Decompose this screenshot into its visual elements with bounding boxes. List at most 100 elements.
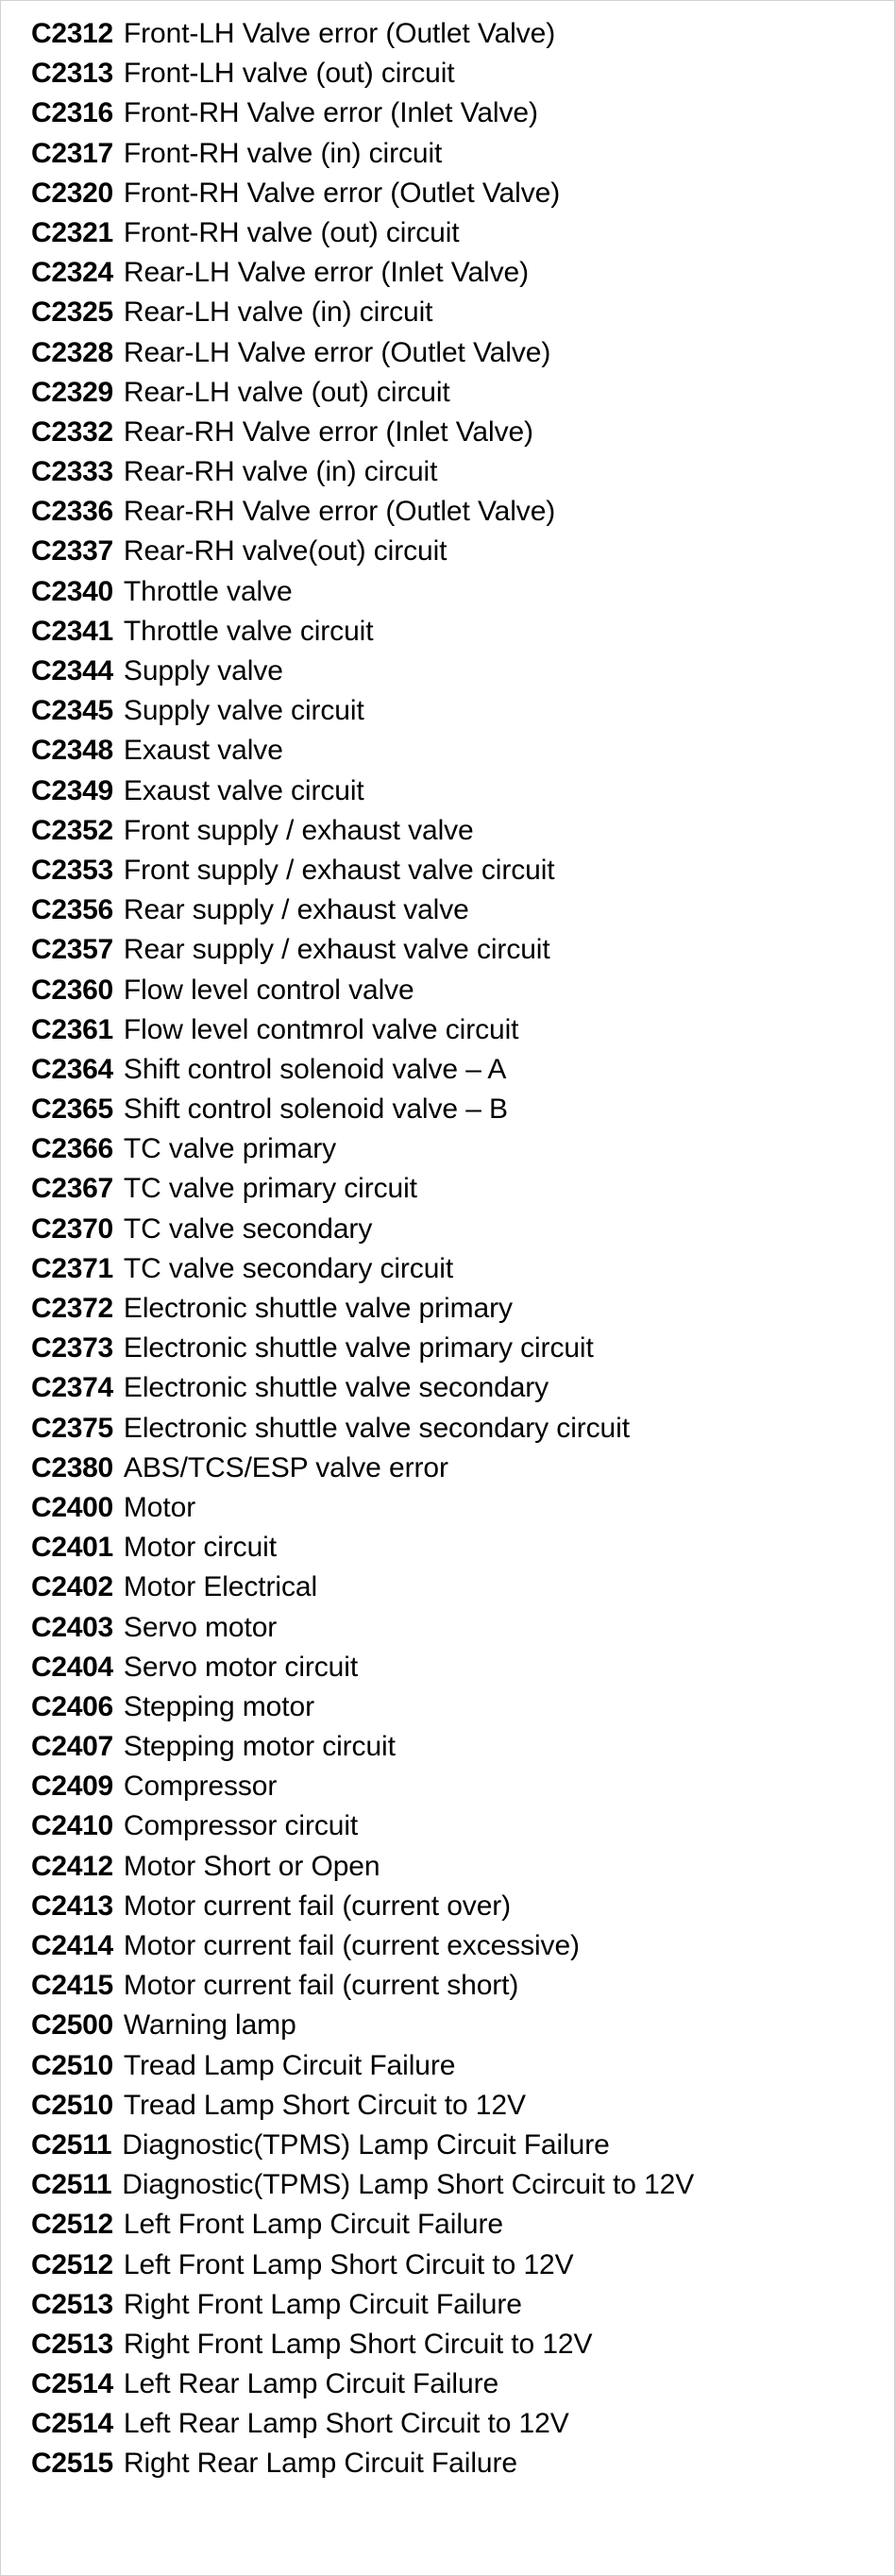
dtc-code: C2361 (31, 1013, 113, 1045)
dtc-description: Diagnostic(TPMS) Lamp Circuit Failure (122, 2128, 610, 2161)
dtc-code: C2413 (31, 1890, 113, 1922)
dtc-description: Electronic shuttle valve secondary circu… (123, 1412, 630, 1444)
dtc-description: Flow level control valve (123, 974, 414, 1006)
dtc-row: C2344 Supply valve (31, 652, 894, 691)
dtc-description: Motor current fail (current short) (123, 1970, 519, 2002)
dtc-code: C2367 (31, 1173, 113, 1205)
dtc-description: TC valve secondary circuit (123, 1252, 454, 1284)
dtc-code: C2349 (31, 774, 113, 806)
dtc-description: Right Front Lamp Short Circuit to 12V (123, 2328, 593, 2360)
dtc-description: Throttle valve circuit (123, 615, 374, 647)
dtc-code: C2415 (31, 1970, 113, 2002)
dtc-description: Stepping motor (123, 1690, 314, 1722)
dtc-description: Left Front Lamp Short Circuit to 12V (123, 2248, 574, 2280)
dtc-code: C2513 (31, 2288, 113, 2320)
dtc-code: C2336 (31, 496, 113, 528)
dtc-code: C2366 (31, 1133, 113, 1165)
dtc-row: C2320 Front-RH Valve error (Outlet Valve) (31, 174, 894, 213)
dtc-code: C2513 (31, 2328, 113, 2360)
dtc-row: C2341 Throttle valve circuit (31, 612, 894, 652)
dtc-code: C2402 (31, 1571, 113, 1603)
dtc-code: C2320 (31, 177, 113, 209)
dtc-code: C2344 (31, 655, 113, 686)
dtc-code: C2365 (31, 1093, 113, 1126)
dtc-description: Electronic shuttle valve primary circuit (123, 1332, 594, 1364)
dtc-description: Servo motor circuit (123, 1651, 359, 1683)
dtc-code: C2371 (31, 1252, 113, 1284)
dtc-description: Stepping motor circuit (123, 1731, 396, 1763)
dtc-description: Front-LH valve (out) circuit (123, 58, 455, 90)
dtc-row: C2365 Shift control solenoid valve – B (31, 1090, 894, 1129)
dtc-description: Left Front Lamp Circuit Failure (123, 2209, 503, 2241)
dtc-code: C2325 (31, 297, 113, 329)
dtc-description: Electronic shuttle valve secondary (123, 1372, 549, 1404)
dtc-code: C2360 (31, 974, 113, 1006)
dtc-code: C2353 (31, 854, 113, 886)
dtc-description: Left Rear Lamp Short Circuit to 12V (123, 2408, 569, 2440)
dtc-code: C2324 (31, 257, 113, 289)
dtc-code: C2341 (31, 615, 113, 647)
dtc-code: C2329 (31, 376, 113, 408)
dtc-description: Motor current fail (current over) (123, 1890, 512, 1922)
dtc-code: C2375 (31, 1412, 113, 1444)
dtc-description: Tread Lamp Short Circuit to 12V (123, 2089, 526, 2121)
dtc-description: TC valve primary (123, 1133, 337, 1165)
dtc-description: Shift control solenoid valve – B (123, 1093, 508, 1126)
dtc-code: C2510 (31, 2089, 113, 2121)
dtc-code: C2340 (31, 575, 113, 607)
dtc-description: Supply valve (123, 655, 283, 686)
dtc-code: C2317 (31, 137, 113, 169)
dtc-code: C2321 (31, 216, 113, 248)
dtc-code: C2406 (31, 1690, 113, 1722)
dtc-code: C2511 (31, 2128, 112, 2161)
dtc-code: C2512 (31, 2248, 113, 2280)
dtc-description: Front supply / exhaust valve (123, 814, 474, 846)
dtc-row: C2513 Right Front Lamp Circuit Failure (31, 2285, 894, 2325)
dtc-code: C2337 (31, 535, 113, 568)
dtc-code: C2511 (31, 2169, 112, 2201)
dtc-code: C2410 (31, 1810, 113, 1842)
dtc-row: C2413 Motor current fail (current over) (31, 1887, 894, 1926)
dtc-description: Exaust valve circuit (123, 774, 364, 806)
dtc-description: Motor current fail (current excessive) (123, 1930, 580, 1961)
dtc-description: Rear-RH valve (in) circuit (123, 456, 438, 488)
dtc-row: C2371 TC valve secondary circuit (31, 1249, 894, 1289)
dtc-description: Front-RH Valve error (Inlet Valve) (123, 97, 538, 129)
dtc-code: C2348 (31, 735, 113, 767)
dtc-description: Exaust valve (123, 735, 283, 767)
dtc-description: Servo motor (123, 1611, 278, 1643)
dtc-row: C2348 Exaust valve (31, 731, 894, 771)
dtc-description: Front-RH Valve error (Outlet Valve) (123, 177, 561, 209)
dtc-code: C2407 (31, 1731, 113, 1763)
dtc-description: Motor (123, 1491, 196, 1523)
dtc-description: Rear supply / exhaust valve circuit (123, 934, 550, 966)
dtc-row: C2511 Diagnostic(TPMS) Lamp Circuit Failu… (31, 2126, 894, 2165)
dtc-code: C2316 (31, 97, 113, 129)
dtc-description: Right Front Lamp Circuit Failure (123, 2288, 522, 2320)
dtc-code: C2380 (31, 1451, 113, 1483)
